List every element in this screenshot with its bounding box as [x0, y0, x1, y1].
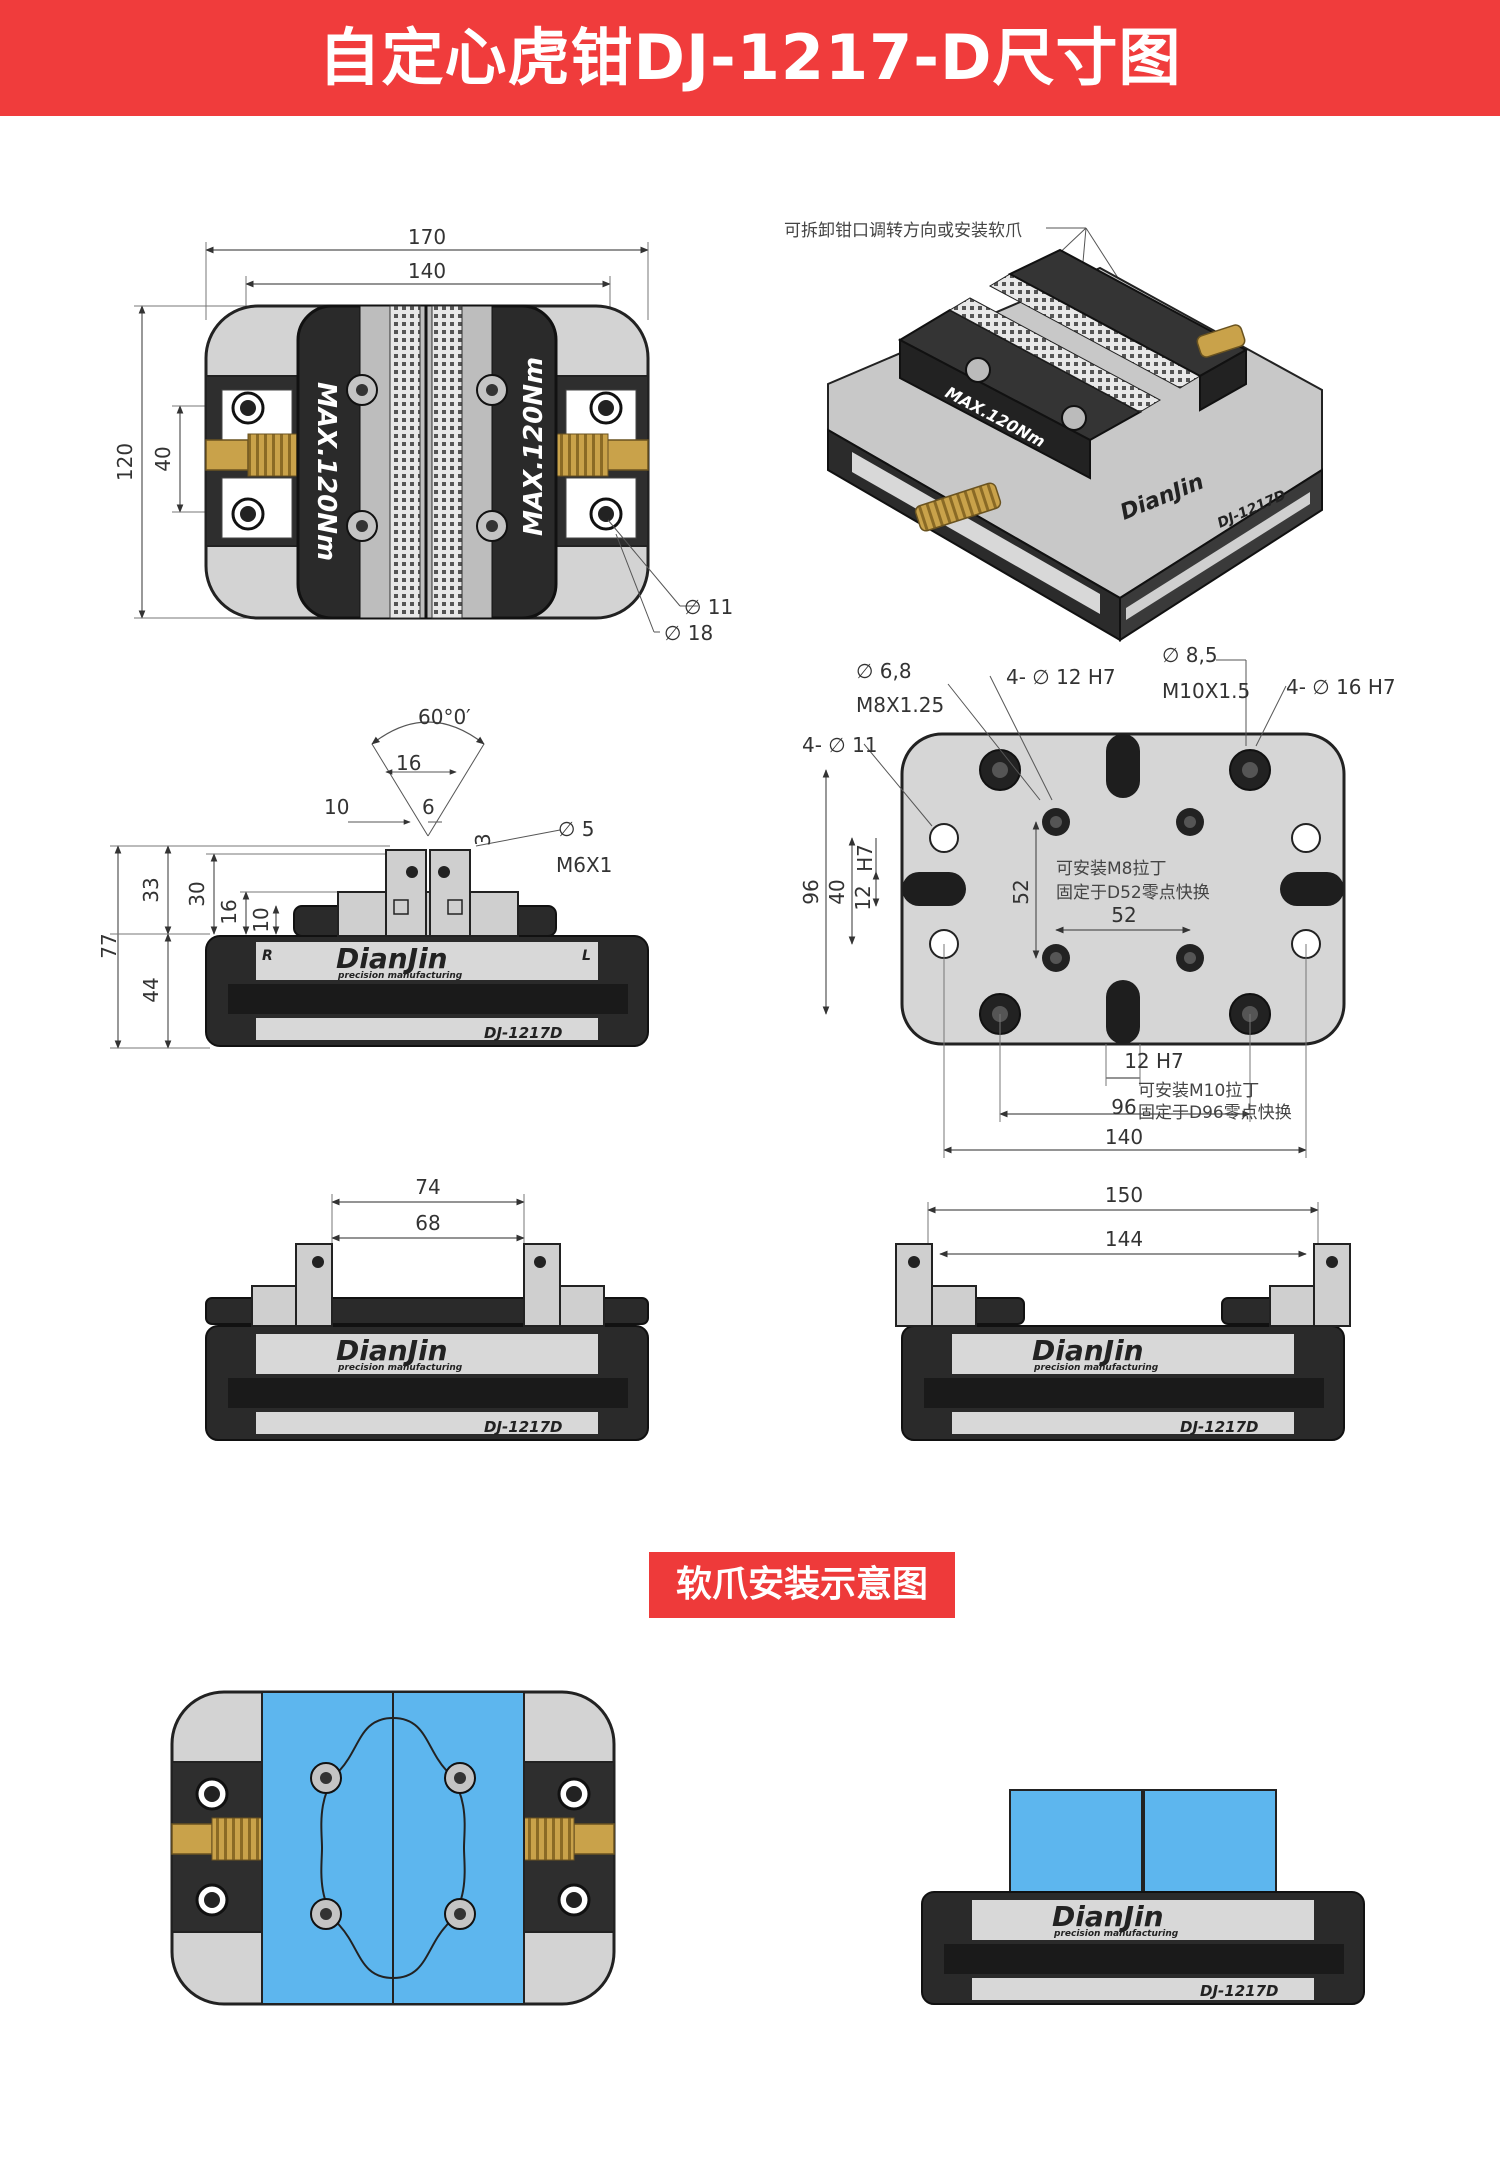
holes-11: 4- ∅ 11 — [802, 733, 878, 757]
dim-d5: ∅ 5 — [558, 817, 595, 841]
iso-note: 可拆卸钳口调转方向或安装软爪 — [784, 221, 1022, 241]
dim-140: 140 — [408, 259, 446, 283]
cap-screw-icon — [346, 374, 508, 542]
dim-140-horiz: 140 — [1105, 1125, 1143, 1149]
front-tagline: precision manufacturing — [337, 971, 463, 981]
open-a-model: DJ-1217D — [484, 1418, 562, 1436]
note-m10-1: 可安装M10拉丁 — [1138, 1081, 1259, 1101]
soft-front-tagline: precision manufacturing — [1053, 1929, 1179, 1939]
dim-d11: ∅ 11 — [684, 595, 733, 619]
open-a-tagline: precision manufacturing — [337, 1363, 463, 1373]
soft-jaw-front-view: DianJin precision manufacturing DJ-1217D — [921, 1789, 1365, 2005]
dim-d8-5: ∅ 8,5 — [1162, 643, 1218, 667]
mount-hole-icon — [231, 391, 623, 531]
dim-52-horiz: 52 — [1111, 903, 1136, 927]
dim-3: 3 — [471, 833, 495, 846]
open-view-a: DianJin precision manufacturing DJ-1217D… — [205, 1175, 649, 1441]
brass-screw-icon — [205, 439, 249, 471]
open-b-tagline: precision manufacturing — [1033, 1363, 1159, 1373]
thread-m6: M6X1 — [556, 853, 612, 877]
soft-jaw-block — [1009, 1789, 1143, 1893]
top-view: MAX.120Nm MAX.120Nm 170 140 120 40 ∅ 11 … — [113, 225, 733, 645]
isometric-view: 可拆卸钳口调转方向或安装软爪 DianJin DJ-1217D MAX.120N… — [784, 221, 1323, 642]
dim-40b: 40 — [825, 879, 849, 904]
dim-12: 12 — [851, 885, 875, 910]
angle-60: 60°0′ — [418, 705, 471, 729]
dim-150: 150 — [1105, 1183, 1143, 1207]
dim-96-horiz: 96 — [1111, 1095, 1136, 1119]
dim-16: 16 — [396, 751, 421, 775]
thread-m8: M8X1.25 — [856, 693, 944, 717]
section-banner — [649, 1552, 955, 1618]
note-m8-2: 固定于D52零点快换 — [1056, 883, 1210, 903]
dim-10-vert: 10 — [249, 907, 273, 932]
note-m8-1: 可安装M8拉丁 — [1056, 859, 1166, 879]
dim-52-vert: 52 — [1009, 879, 1033, 904]
dim-40: 40 — [151, 446, 175, 471]
front-brand: DianJin — [336, 942, 448, 975]
dim-170: 170 — [408, 225, 446, 249]
torque-label: MAX.120Nm — [519, 357, 549, 536]
dim-6: 6 — [422, 795, 435, 819]
section-title: 软爪安装示意图 — [675, 1564, 928, 1605]
dim-d18: ∅ 18 — [664, 621, 713, 645]
dim-33: 33 — [139, 877, 163, 902]
header-bar — [0, 0, 1500, 116]
dim-120: 120 — [113, 443, 137, 481]
note-m10-2: 固定于D96零点快换 — [1138, 1103, 1292, 1123]
open-b-model: DJ-1217D — [1180, 1418, 1258, 1436]
front-model: DJ-1217D — [484, 1024, 562, 1042]
dim-16-vert: 16 — [217, 899, 241, 924]
bottom-view: ∅ 6,8 M8X1.25 4- ∅ 12 H7 ∅ 8,5 M10X1.5 4… — [799, 643, 1396, 1158]
open-a-brand: DianJin — [336, 1334, 448, 1367]
dim-96: 96 — [799, 879, 823, 904]
dim-12h7-bottom: 12 H7 — [1124, 1049, 1184, 1073]
jaw-r-label: R — [262, 948, 273, 964]
dim-10: 10 — [324, 795, 349, 819]
thread-m10: M10X1.5 — [1162, 679, 1250, 703]
open-b-brand: DianJin — [1032, 1334, 1144, 1367]
holes-16h7: 4- ∅ 16 H7 — [1286, 675, 1396, 699]
soft-front-model: DJ-1217D — [1200, 1982, 1278, 2000]
dim-77: 77 — [97, 933, 121, 958]
jaw-l-label: L — [582, 948, 591, 964]
dim-144: 144 — [1105, 1227, 1143, 1251]
holes-12h7: 4- ∅ 12 H7 — [1006, 665, 1116, 689]
dim-74: 74 — [415, 1175, 440, 1199]
dim-44: 44 — [139, 977, 163, 1002]
torque-label: MAX.120Nm — [311, 382, 341, 561]
dim-d6-8: ∅ 6,8 — [856, 659, 912, 683]
open-view-b: DianJin precision manufacturing DJ-1217D… — [895, 1183, 1351, 1441]
soft-jaw-top-view — [170, 1690, 616, 2006]
dim-68: 68 — [415, 1211, 440, 1235]
soft-front-brand: DianJin — [1052, 1900, 1164, 1933]
dim-h7: H7 — [853, 844, 877, 872]
dim-30: 30 — [185, 881, 209, 906]
front-view: DianJin precision manufacturing DJ-1217D… — [97, 705, 649, 1049]
page-title: 自定心虎钳DJ-1217-D尺寸图 — [318, 21, 1182, 94]
